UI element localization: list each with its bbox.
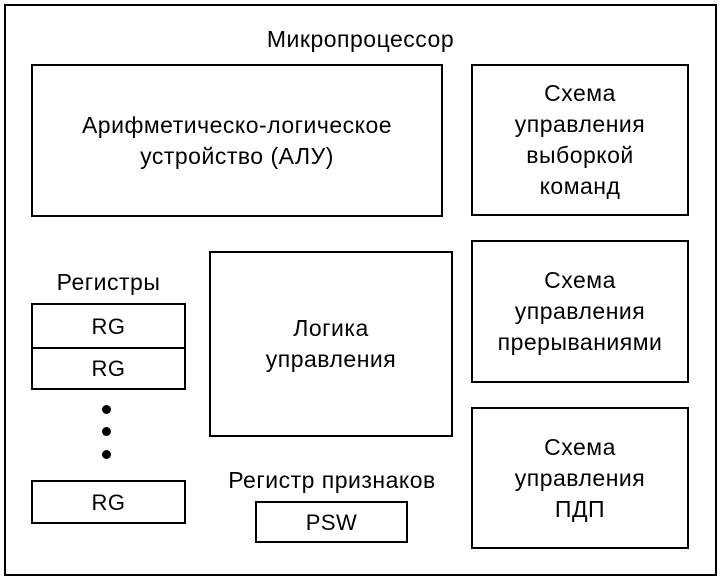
register-rg-2: RG xyxy=(31,347,186,390)
register-rg-1: RG xyxy=(31,303,186,349)
alu-line-2: устройство (АЛУ) xyxy=(140,142,334,169)
fetch-control-line-3: выборкой xyxy=(526,142,634,168)
dma-control-line-1: Схема xyxy=(544,433,616,460)
fetch-control-line-2: управления xyxy=(514,111,646,137)
control-logic-block: Логика управления xyxy=(209,251,453,437)
registers-label: Регистры xyxy=(56,269,161,295)
diagram-title: Микропроцессор xyxy=(266,26,455,52)
register-rg-n-label: RG xyxy=(91,489,126,515)
interrupt-control-line-1: Схема xyxy=(544,267,616,293)
psw-register: PSW xyxy=(255,501,408,543)
control-logic-line-2: управления xyxy=(265,346,397,372)
register-rg-1-label: RG xyxy=(91,313,126,339)
interrupt-control-block: Схема управления прерываниями xyxy=(471,240,689,383)
fetch-control-line-4: команд xyxy=(539,173,621,199)
interrupt-control-line-3: прерываниями xyxy=(497,329,663,355)
dma-control-line-2: управления xyxy=(514,464,646,491)
fetch-control-line-1: Схема xyxy=(544,80,616,106)
ellipsis-dot-1 xyxy=(102,405,111,414)
dma-control-block: Схема управления ПДП xyxy=(471,407,689,549)
alu-line-1: Арифметическо-логическое xyxy=(81,111,393,138)
ellipsis-dot-3 xyxy=(102,450,111,459)
flags-register-label: Регистр признаков xyxy=(228,467,436,493)
interrupt-control-line-2: управления xyxy=(514,298,646,324)
register-rg-2-label: RG xyxy=(91,356,126,381)
register-rg-n: RG xyxy=(31,480,186,524)
dma-control-line-3: ПДП xyxy=(554,495,606,522)
ellipsis-dot-2 xyxy=(102,427,111,436)
alu-block: Арифметическо-логическое устройство (АЛУ… xyxy=(31,64,443,217)
psw-register-label: PSW xyxy=(305,509,358,535)
fetch-control-block: Схема управления выборкой команд xyxy=(471,64,689,216)
control-logic-line-1: Логика xyxy=(293,315,369,341)
